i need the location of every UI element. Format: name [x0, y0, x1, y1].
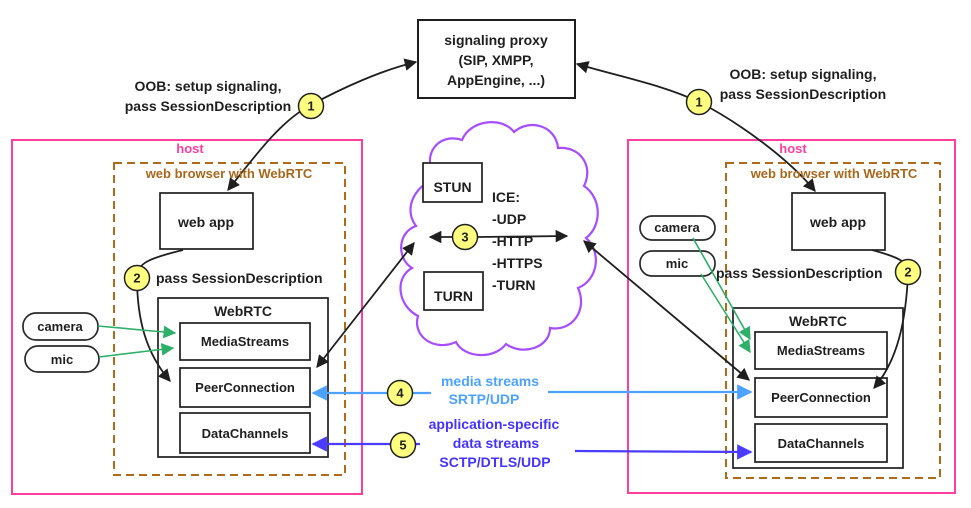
media-streams-right-box	[754, 331, 888, 370]
turn-box	[423, 271, 484, 311]
mic-left-label: mic	[51, 352, 73, 367]
web-app-left-box	[159, 192, 254, 250]
arrow-camera-left	[97, 325, 177, 339]
host-left-group	[11, 139, 363, 495]
media-streams-left-box	[179, 322, 311, 361]
oob-left-label-line2: pass SessionDescription	[125, 98, 292, 114]
ice-item-http: -HTTP	[492, 233, 533, 249]
camera-right-pill	[639, 215, 716, 241]
step-badge-number: 3	[461, 230, 468, 245]
stun-box	[422, 162, 483, 203]
host-left-label: host	[176, 141, 204, 156]
arrow-ice-inner-right	[477, 229, 569, 243]
data-channels-left-box	[179, 412, 311, 454]
data-streams-flow-label-line1: application-specific	[429, 416, 560, 432]
web-app-left-label: web app	[177, 214, 234, 230]
step-badge-number: 2	[133, 271, 140, 286]
mic-left-pill	[24, 345, 100, 373]
data-channels-right-label: DataChannels	[778, 436, 865, 451]
step-badge-number: 2	[904, 265, 911, 280]
media-streams-right-label: MediaStreams	[777, 343, 865, 358]
step-badge-1-left: 1	[297, 92, 325, 120]
peer-connection-left-box	[179, 367, 311, 408]
oob-right-label-line2: pass SessionDescription	[720, 86, 887, 102]
step-badge-number: 5	[399, 438, 406, 453]
arrow-mic-left	[98, 343, 175, 358]
signaling-proxy-box	[417, 19, 576, 99]
webrtc-right-label: WebRTC	[789, 313, 847, 329]
turn-label: TURN	[434, 288, 473, 304]
camera-left-label: camera	[37, 319, 83, 334]
browser-left-label: web browser with WebRTC	[145, 166, 313, 181]
oob-right-label-line1: OOB: setup signaling,	[729, 66, 876, 82]
mic-right-label: mic	[666, 256, 688, 271]
step-badge-circle	[123, 264, 151, 292]
web-app-right-label: web app	[809, 214, 866, 230]
web-app-right-box	[791, 192, 886, 251]
step-badge-circle	[451, 223, 479, 251]
browser-right-label: web browser with WebRTC	[750, 166, 918, 181]
step-badge-1-right: 1	[685, 88, 713, 116]
data-streams-flow-label-line2: data streams	[453, 435, 540, 451]
signaling-proxy-label-line1: signaling proxy	[444, 32, 548, 48]
pass-sd-left-label: pass SessionDescription	[156, 270, 323, 286]
arrow-camera-right	[692, 237, 751, 341]
step-badge-number: 1	[695, 95, 702, 110]
pass-sd-right-label: pass SessionDescription	[716, 265, 883, 281]
step-badge-circle	[389, 431, 417, 459]
media-streams-flow-label-line1: media streams	[441, 373, 539, 389]
peer-connection-right-box	[754, 377, 888, 418]
arrow-data-streams-right	[574, 444, 753, 460]
webrtc-left-label: WebRTC	[214, 303, 272, 319]
arrow-ice-left	[316, 242, 415, 368]
arrow-pass-sd-right	[871, 249, 909, 389]
step-badge-5: 5	[389, 431, 417, 459]
data-channels-right-box	[754, 423, 888, 463]
peer-connection-right-label: PeerConnection	[771, 390, 871, 405]
signaling-proxy-label-line2: (SIP, XMPP,	[459, 52, 534, 68]
ice-item-turn: -TURN	[492, 277, 536, 293]
step-badge-number: 1	[307, 99, 314, 114]
peer-connection-left-label: PeerConnection	[195, 380, 295, 395]
ice-item-https: -HTTPS	[492, 255, 543, 271]
step-badge-circle	[894, 258, 922, 286]
step-badge-2-right: 2	[894, 258, 922, 286]
step-badge-circle	[685, 88, 713, 116]
arrow-mic-right	[700, 273, 751, 354]
host-right-label: host	[779, 141, 807, 156]
browser-left-box	[113, 162, 346, 476]
ice-item-udp: -UDP	[492, 211, 526, 227]
media-streams-left-label: MediaStreams	[201, 334, 289, 349]
data-streams-flow-label-line3: SCTP/DTLS/UDP	[439, 454, 550, 470]
oob-left-label-line1: OOB: setup signaling,	[134, 78, 281, 94]
step-badge-2-left: 2	[123, 264, 151, 292]
signaling-proxy-label-line3: AppEngine, ...)	[447, 72, 545, 88]
arrow-ice-right	[583, 240, 750, 381]
step-badge-circle	[386, 379, 414, 407]
stun-label: STUN	[433, 179, 471, 195]
step-badge-circle	[297, 92, 325, 120]
data-channels-left-label: DataChannels	[202, 426, 289, 441]
step-badge-number: 4	[396, 386, 404, 401]
camera-right-label: camera	[654, 220, 700, 235]
step-badge-3: 3	[451, 223, 479, 251]
ice-title: ICE:	[492, 189, 520, 205]
step-badge-4: 4	[386, 379, 414, 407]
media-streams-flow-label-line2: SRTP/UDP	[449, 391, 520, 407]
